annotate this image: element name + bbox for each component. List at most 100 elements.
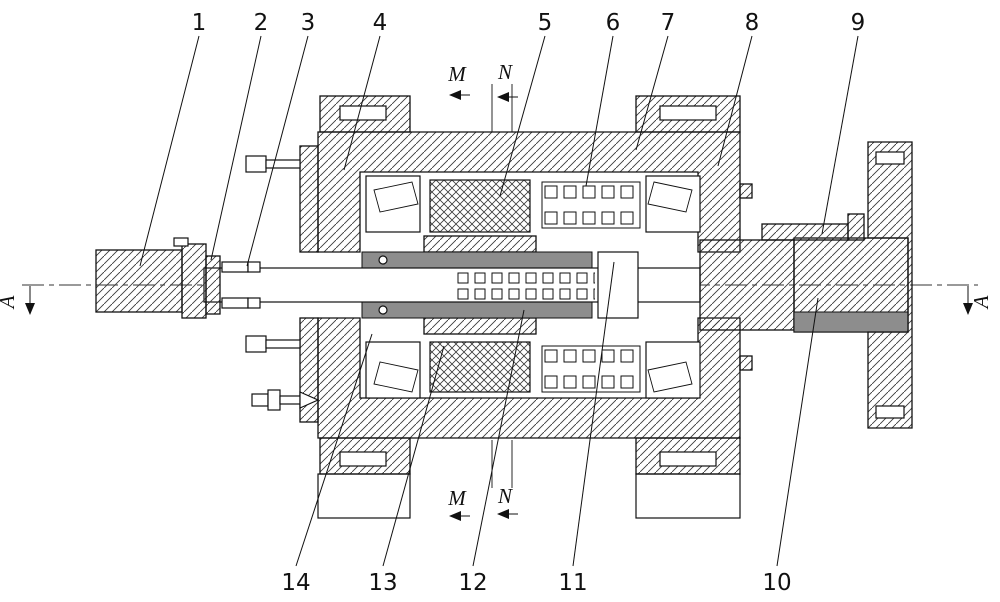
base-pad-left [317,473,411,519]
bolt-slot-top-left [339,105,387,121]
grease-fitting-tip [299,391,320,409]
coupler-block [597,251,639,319]
bearing-race [365,341,421,399]
housing-flanges [319,95,741,475]
housing-upper-half [317,131,741,253]
gear-hub-upper [423,235,537,253]
bearing-roller [373,361,419,393]
leader-line-13 [382,345,445,567]
set-screw-upper [247,261,261,273]
section-label-n-top: N [497,60,513,84]
coupling-body [95,249,183,313]
housing-tab-lower [739,355,753,371]
base-pad-right [635,473,741,519]
callout-label-11: 11 [558,570,587,596]
coupling-step [181,243,207,319]
gear-lower [429,341,531,393]
bolt-head-lower [245,335,267,353]
flange-slot-upper [875,151,905,165]
leader-line-6 [585,35,614,187]
leader-line-11 [572,261,615,567]
callout-label-6: 6 [606,10,621,36]
callout-label-4: 4 [373,10,388,36]
grease-fitting-cap [251,393,269,407]
callout-label-7: 7 [661,10,676,36]
section-plane-mn-top: M N [447,60,518,132]
bolt-shank-upper [265,159,301,169]
sleeve-band-upper [361,251,593,269]
output-shaft-step [699,239,795,331]
bolt-upper [245,155,301,173]
shaft-collar [205,255,221,315]
grease-fitting-stem [279,395,301,405]
locking-ball-upper [378,255,388,265]
leader-line-4 [343,35,381,171]
callout-label-14: 14 [281,570,310,596]
leader-line-5 [499,35,546,197]
leader-line-12 [472,309,525,567]
bearing-bottom-right [645,341,701,399]
bearing-top-left [365,175,421,233]
bearing-bottom-left [365,341,421,399]
bearing-roller [373,181,419,213]
set-screw-lower [247,297,261,309]
callout-label-10: 10 [762,570,791,596]
grease-fitting-body [267,389,281,411]
flange-slot-lower [875,405,905,419]
output-flange [867,141,913,429]
section-label-a-right: A [969,295,993,310]
leader-line-9 [821,35,859,235]
leader-line-3 [246,35,309,267]
section-label-n-bottom: N [497,484,513,508]
section-label-a-left: A [0,295,19,310]
callout-label-12: 12 [458,570,487,596]
bearing-roller [647,181,693,213]
seal-ring-lower [221,297,249,309]
callout-label-3: 3 [301,10,316,36]
gear-upper [429,179,531,233]
bolt-head-upper [245,155,267,173]
bolt-slot-bottom-left [339,451,387,467]
grease-fitting [251,389,320,411]
housing-tab-upper [739,183,753,199]
bearing-top-right [645,175,701,233]
callout-label-13: 13 [368,570,397,596]
bearing-roller [647,361,693,393]
leader-line-8 [717,35,753,167]
callout-label-5: 5 [538,10,553,36]
section-plane-a: A A [0,286,993,315]
leader-line-10 [776,297,819,567]
section-label-m-bottom: M [447,486,467,510]
coupling-tab [173,237,189,247]
locking-ball-lower [378,305,388,315]
callout-labels: 1 2 3 4 5 6 7 8 9 14 13 12 11 10 [192,10,866,596]
input-coupling [95,237,207,319]
callout-label-9: 9 [851,10,866,36]
sleeve-band-lower [361,301,593,319]
seal-ring-upper [221,261,249,273]
leader-line-2 [210,35,262,261]
shaft-spline-rollers [455,270,595,300]
output-shaft-sleeve [793,311,909,333]
bolt-shank-lower [265,339,301,349]
bearing-race [645,341,701,399]
leader-line-1 [139,35,200,267]
section-plane-mn-bottom: M N [447,440,518,521]
callout-label-2: 2 [254,10,269,36]
roller-row-lower [541,345,641,393]
leader-lines [139,35,859,567]
shaft-key [847,213,865,241]
shaft-spacer-ring [761,223,849,241]
bolt-slot-top-right [659,105,717,121]
section-label-m-top: M [447,62,467,86]
end-plate-upper [299,145,319,253]
bolt-lower [245,335,301,353]
leader-line-14 [295,333,373,567]
callout-label-8: 8 [745,10,760,36]
callout-label-1: 1 [192,10,207,36]
bearing-race [645,175,701,233]
bearing-race [365,175,421,233]
leader-line-7 [635,35,669,151]
